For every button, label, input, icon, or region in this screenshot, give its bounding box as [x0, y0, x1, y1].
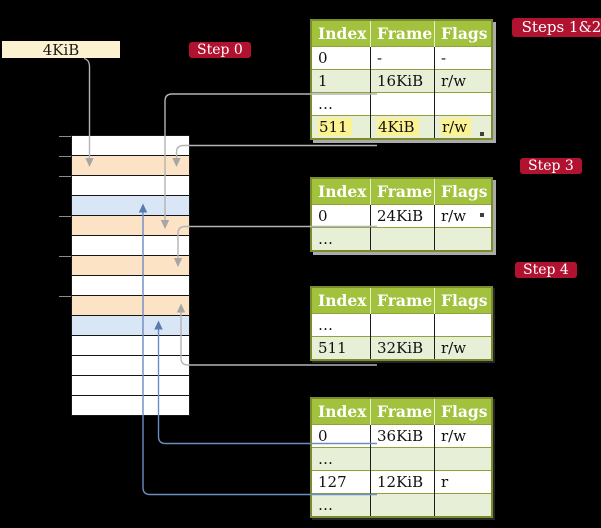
page-table-cell: r/w [434, 204, 492, 228]
memory-frame-row-white [72, 236, 189, 256]
page-table-cell: 32KiB [370, 336, 435, 360]
page-table-row: … [311, 493, 492, 517]
page-table-cell: 0 [311, 46, 371, 70]
memory-frame-row-orange [72, 216, 189, 236]
page-table-cell [370, 92, 435, 116]
memory-frame-row-orange [72, 256, 189, 276]
step-4-badge: Step 4 [515, 262, 577, 278]
page-table-cell: … [311, 447, 371, 471]
page-table-cell: - [434, 46, 492, 70]
page-table-cell: 511 [311, 115, 371, 139]
page-table-cell: 0 [311, 204, 371, 228]
page-table-cell: r/w [434, 115, 492, 139]
connector-entry511-to-4kib-frame [175, 144, 377, 159]
memory-frame-row-white [72, 176, 189, 196]
page-table-cell [370, 447, 435, 471]
memory-frame-row-blue [72, 196, 189, 216]
page-table-cell [434, 447, 492, 471]
page-table-cell: 511 [311, 336, 371, 360]
page-table-header-cell: Index [311, 287, 371, 314]
page-table-cell [434, 313, 492, 337]
page-table-cell: 12KiB [370, 470, 435, 494]
page-table-header-cell: Index [311, 178, 371, 205]
memory-frame-row-white [72, 376, 189, 396]
memory-stack [71, 135, 190, 416]
page-table-cell: 1 [311, 69, 371, 93]
page-table-cell: … [311, 227, 371, 251]
page-table-cell: … [311, 92, 371, 116]
page-table-cell: 16KiB [370, 69, 435, 93]
page-table-header-cell: Index [311, 20, 371, 47]
page-table-header-cell: Flags [434, 20, 492, 47]
page-table-header-cell: Frame [370, 178, 435, 205]
page-table-cell [434, 92, 492, 116]
step-0-badge: Step 0 [189, 42, 251, 58]
step-3-badge: Step 3 [520, 158, 582, 174]
page-table-row: … [311, 92, 492, 116]
page-table-cell: r [434, 470, 492, 494]
page-table-cell [370, 227, 435, 251]
memory-frame-row-white [72, 356, 189, 376]
page-table-row: 0-- [311, 46, 492, 70]
page-table-row: … [311, 447, 492, 471]
page-table-header-cell: Frame [370, 20, 435, 47]
page-table-cell: - [370, 46, 435, 70]
page-table-header-cell: Frame [370, 287, 435, 314]
page-table-cell: 127 [311, 470, 371, 494]
address-tick [59, 215, 71, 217]
page-table-row: … [311, 313, 492, 337]
page-table-cell: r/w [434, 424, 492, 448]
page-table-header-cell: Index [311, 398, 371, 425]
page-table-row: … [311, 227, 492, 251]
address-tick [59, 255, 71, 257]
page-table-cell [370, 493, 435, 517]
page-table-cell: 4KiB [370, 115, 435, 139]
address-tick [59, 295, 71, 297]
page-table-cell [434, 227, 492, 251]
page-table-cell: 36KiB [370, 424, 435, 448]
address-tick [59, 175, 71, 177]
address-tick [59, 155, 71, 157]
page-table-cell: 0 [311, 424, 371, 448]
memory-frame-row-white [72, 336, 189, 356]
page-table-header-cell: Flags [434, 178, 492, 205]
page-table-cell [434, 493, 492, 517]
memory-frame-row-white [72, 396, 189, 415]
page-table-header-cell: Frame [370, 398, 435, 425]
memory-frame-row-orange [72, 156, 189, 176]
memory-frame-row-white [72, 136, 189, 156]
page-table-header-cell: Flags [434, 398, 492, 425]
address-tick [59, 135, 71, 137]
memory-frame-row-blue [72, 316, 189, 336]
page-table-header-cell: Flags [434, 287, 492, 314]
page-table-cell: … [311, 493, 371, 517]
page-table-cell: r/w [434, 336, 492, 360]
memory-frame-row-orange [72, 296, 189, 316]
steps-1-2-badge: Steps 1&2 [512, 18, 601, 37]
memory-frame-row-white [72, 276, 189, 296]
frame-size-label: 4KiB [2, 41, 120, 59]
page-table-cell: r/w [434, 69, 492, 93]
page-table-cell: … [311, 313, 371, 337]
page-table-cell: 24KiB [370, 204, 435, 228]
page-table-cell [370, 313, 435, 337]
